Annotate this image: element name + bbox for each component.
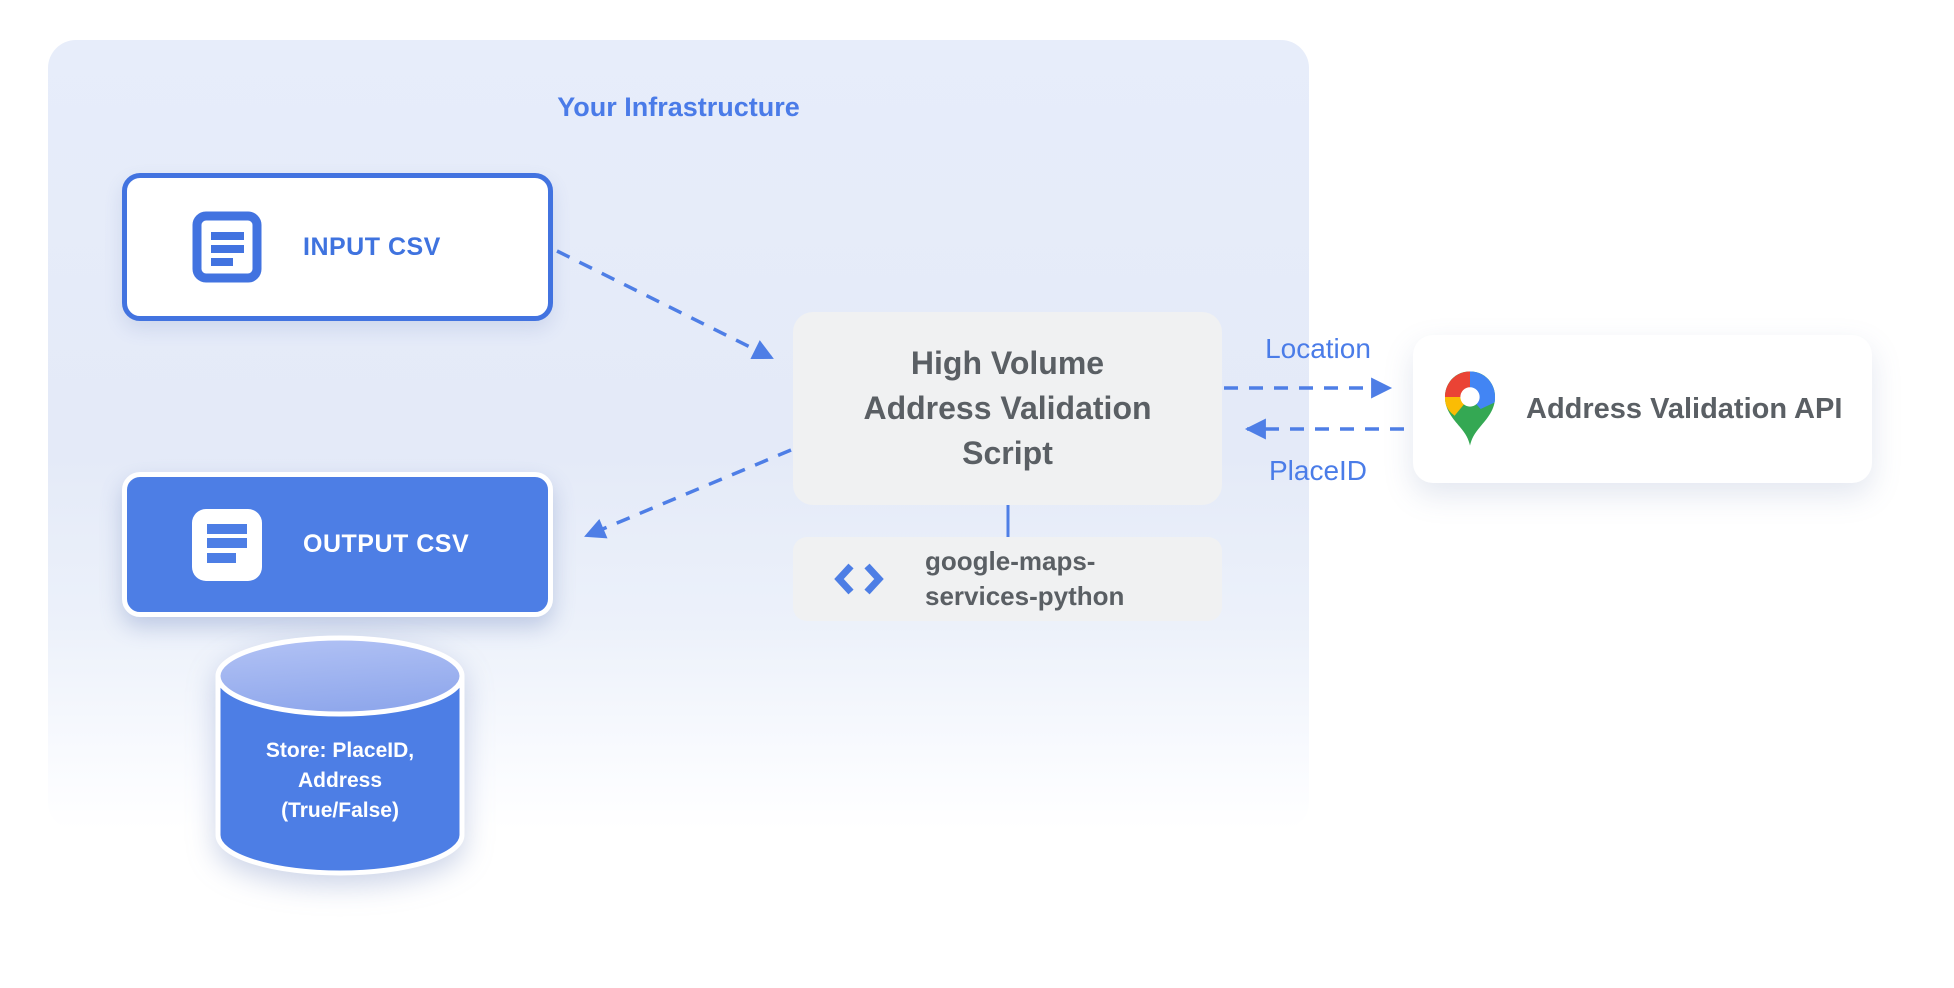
api-label: Address Validation API: [1526, 392, 1843, 425]
document-icon: [192, 211, 262, 283]
node-output-csv: OUTPUT CSV: [122, 472, 553, 617]
node-input-csv: INPUT CSV: [122, 173, 553, 321]
library-label: google-maps- services-python: [925, 546, 1125, 611]
infrastructure-title: Your Infrastructure: [557, 92, 800, 122]
google-maps-pin-icon: [1444, 371, 1496, 446]
node-script: High Volume Address Validation Script: [793, 312, 1222, 505]
document-icon: [192, 508, 262, 581]
code-icon: [834, 563, 884, 595]
database-cylinder: [215, 635, 465, 876]
output-csv-label: OUTPUT CSV: [303, 530, 470, 558]
edge-label-placeid: PlaceID: [1268, 455, 1368, 486]
node-api: Address Validation API: [1413, 335, 1872, 483]
edge-label-location: Location: [1265, 333, 1371, 364]
node-library: google-maps- services-python: [793, 537, 1222, 621]
input-csv-label: INPUT CSV: [303, 232, 441, 261]
script-label: High Volume Address Validation Script: [863, 345, 1152, 471]
datastore-label: Store: PlaceID, Address (True/False): [265, 739, 415, 822]
